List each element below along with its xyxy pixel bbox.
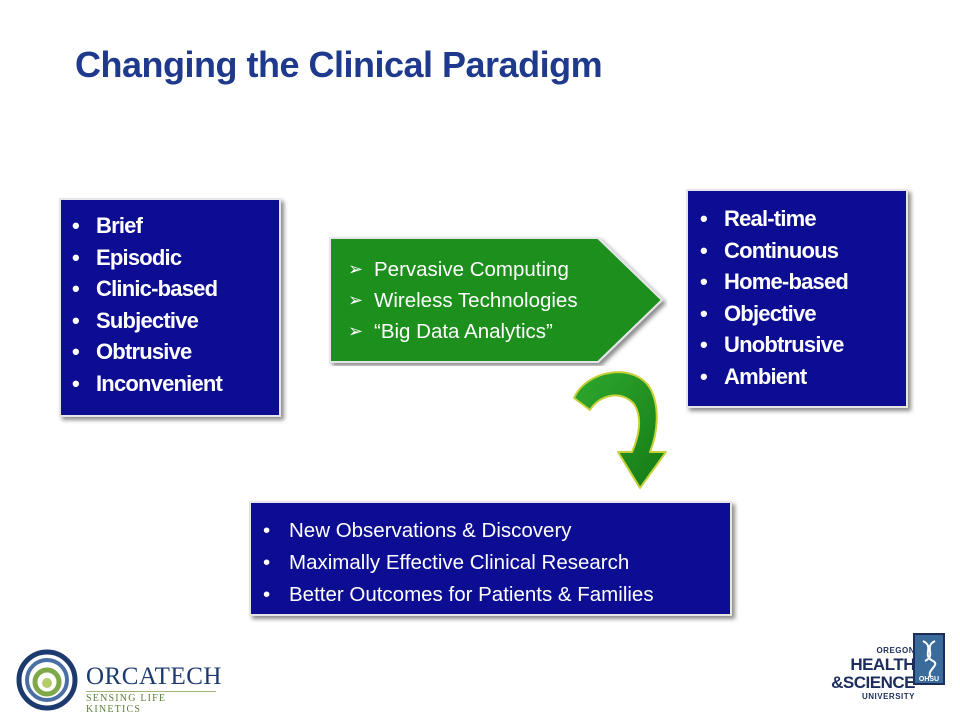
arrow-bullet-icon: ➢ <box>348 321 364 341</box>
new-paradigm-list: Real-time Continuous Home-based Objectiv… <box>700 203 906 393</box>
list-item: Subjective <box>72 305 279 337</box>
ohsu-line-university: UNIVERSITY <box>861 692 915 701</box>
list-item: ➢ “Big Data Analytics” <box>348 316 578 347</box>
orcatech-name: ORCATECH <box>86 663 222 690</box>
list-item: Obtrusive <box>72 336 279 368</box>
list-item: Clinic-based <box>72 273 279 305</box>
ohsu-line-science: &SCIENCE <box>831 673 915 692</box>
technology-arrow: ➢ Pervasive Computing ➢ Wireless Technolog… <box>328 236 668 366</box>
list-item: New Observations & Discovery <box>263 515 730 547</box>
svg-text:OHSU: OHSU <box>919 676 939 683</box>
list-item: Objective <box>700 298 906 330</box>
list-item-label: Pervasive Computing <box>374 258 569 281</box>
list-item: Inconvenient <box>72 368 279 400</box>
arrow-shape <box>329 237 664 363</box>
ohsu-line-oregon: OREGON <box>876 646 915 655</box>
technology-list: ➢ Pervasive Computing ➢ Wireless Technolog… <box>348 254 578 347</box>
orcatech-logo: ORCATECH SENSING LIFE KINETICS <box>16 649 221 715</box>
curved-arrow-icon <box>573 371 667 489</box>
slide-title: Changing the Clinical Paradigm <box>75 44 603 85</box>
list-item: Unobtrusive <box>700 329 906 361</box>
outcomes-box: New Observations & Discovery Maximally E… <box>249 501 732 616</box>
arrow-bullet-icon: ➢ <box>348 290 364 310</box>
list-item: ➢ Wireless Technologies <box>348 285 578 316</box>
current-paradigm-box: Brief Episodic Clinic-based Subjective O… <box>59 198 281 417</box>
current-paradigm-list: Brief Episodic Clinic-based Subjective O… <box>72 210 279 400</box>
list-item-label: “Big Data Analytics” <box>374 320 553 343</box>
list-item: Brief <box>72 210 279 242</box>
list-item-label: Wireless Technologies <box>374 289 578 312</box>
list-item: Maximally Effective Clinical Research <box>263 547 730 579</box>
new-paradigm-box: Real-time Continuous Home-based Objectiv… <box>686 189 908 408</box>
list-item: Home-based <box>700 266 906 298</box>
orcatech-tagline: SENSING LIFE KINETICS <box>86 691 216 715</box>
list-item: Continuous <box>700 235 906 267</box>
arrow-bullet-icon: ➢ <box>348 259 364 279</box>
list-item: Episodic <box>72 242 279 274</box>
outcomes-list: New Observations & Discovery Maximally E… <box>263 515 730 611</box>
list-item: Real-time <box>700 203 906 235</box>
ohsu-badge-icon: OHSU <box>913 633 945 685</box>
ohsu-logo: OREGON HEALTH &SCIENCE UNIVERSITY OHSU <box>828 630 948 714</box>
orcatech-emblem-icon <box>16 649 78 711</box>
ohsu-line-health: HEALTH <box>850 655 915 674</box>
list-item: Ambient <box>700 361 906 393</box>
list-item: Better Outcomes for Patients & Families <box>263 579 730 611</box>
list-item: ➢ Pervasive Computing <box>348 254 578 285</box>
